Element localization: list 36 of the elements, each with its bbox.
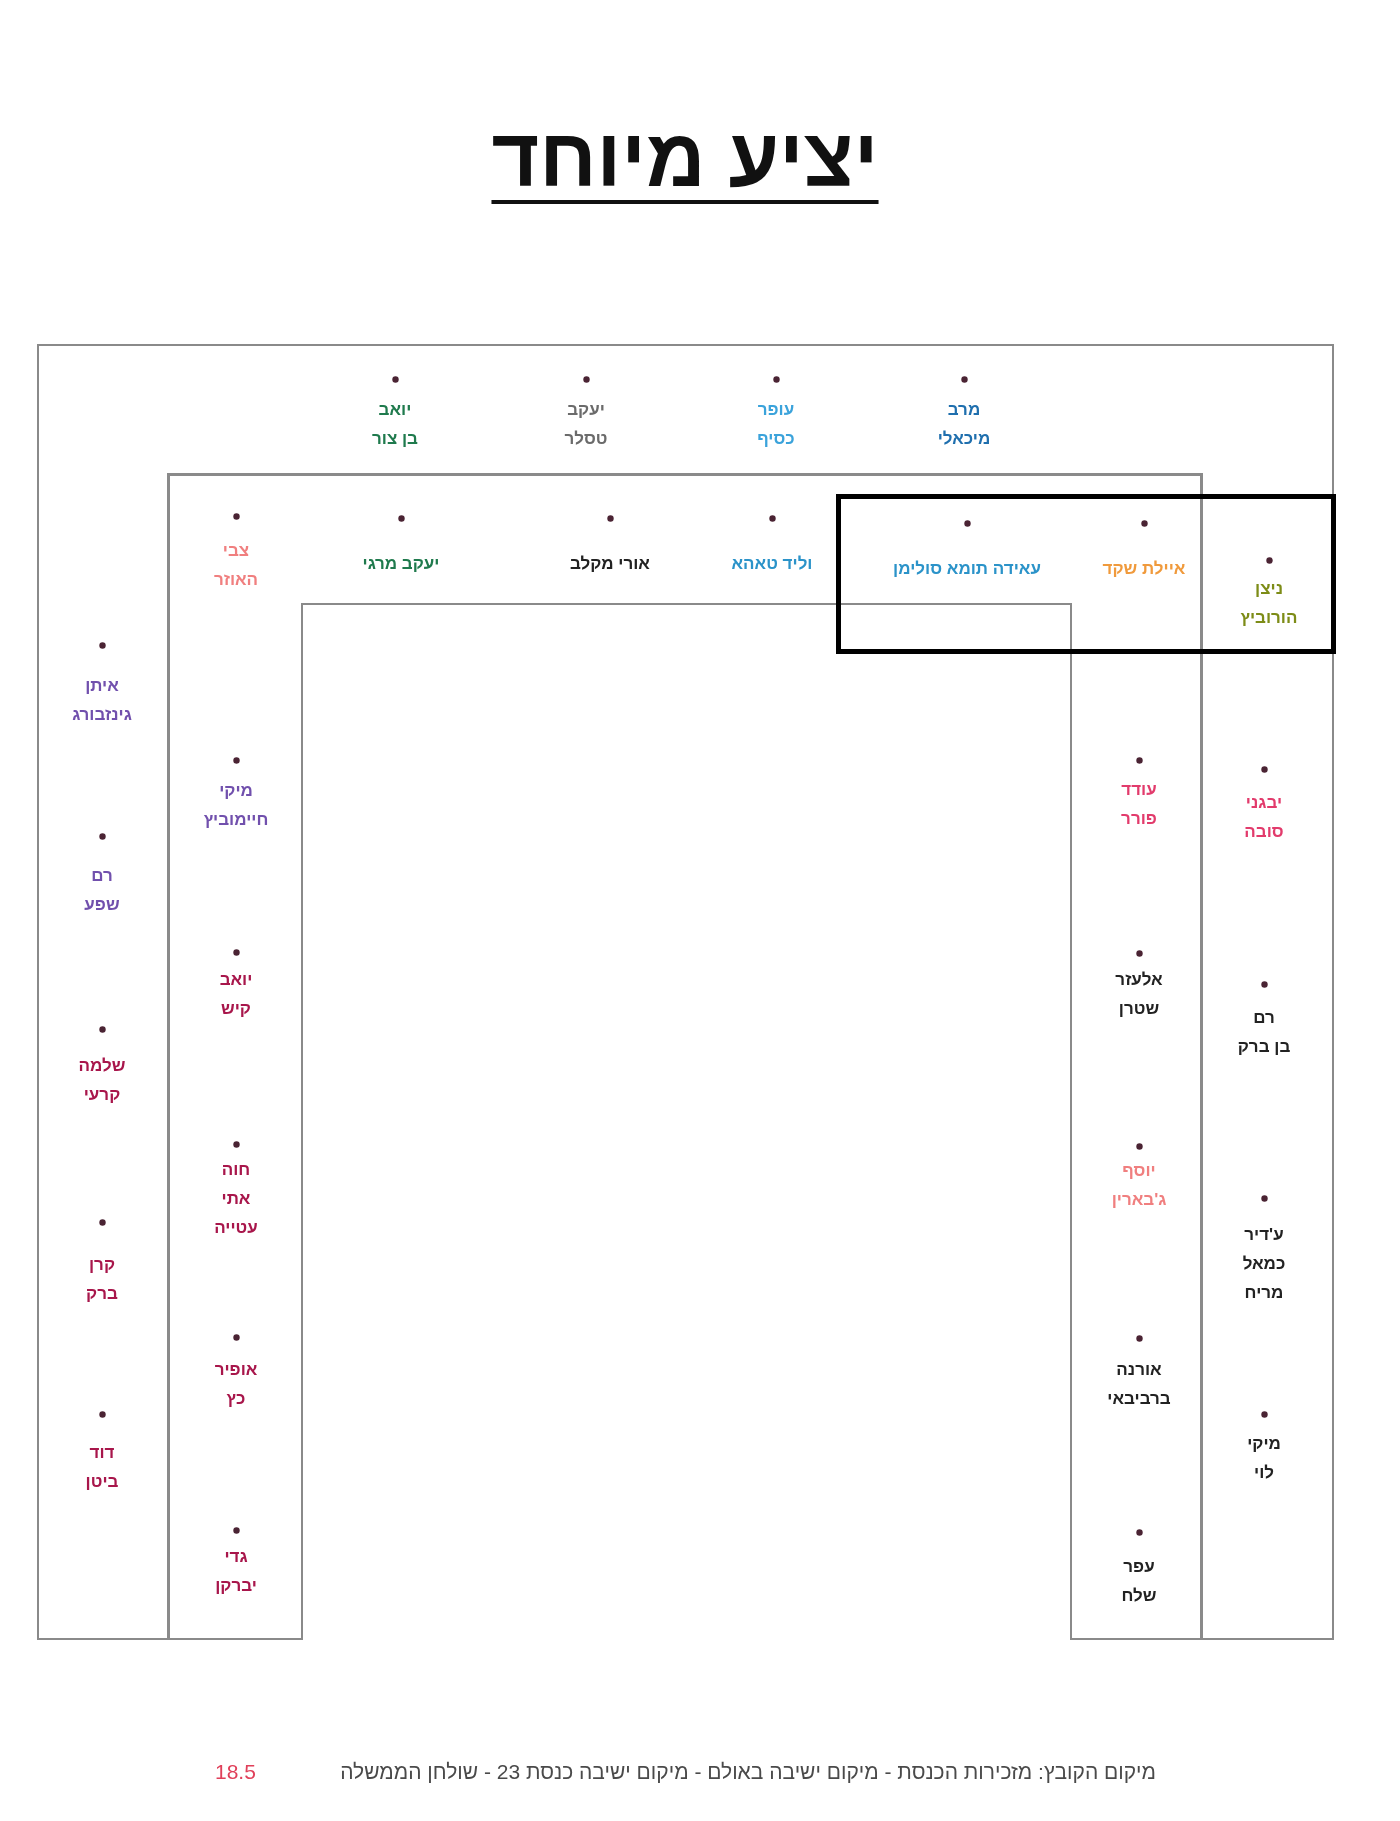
member-name: צבי האוזר bbox=[213, 539, 259, 591]
member-name: עודד פורר bbox=[1121, 778, 1157, 830]
member-name: רם שפע bbox=[84, 864, 120, 916]
member-name: אלעזר שטרן bbox=[1115, 968, 1163, 1020]
member-name: יעקב מרגי bbox=[362, 552, 440, 575]
member-name: חוה אתי עטייה bbox=[214, 1158, 258, 1239]
member-name: עאידה תומא סולימן bbox=[893, 557, 1041, 580]
member-name: מיקי לוי bbox=[1247, 1432, 1281, 1484]
member-name: ע'דיר כמאל מריח bbox=[1242, 1223, 1286, 1304]
member-name: מרב מיכאלי bbox=[937, 398, 991, 450]
member-name: איילת שקד bbox=[1102, 557, 1186, 580]
member-name: עפר שלח bbox=[1121, 1555, 1157, 1607]
member-name: רם בן ברק bbox=[1237, 1006, 1291, 1058]
member-name: אופיר כץ bbox=[214, 1358, 258, 1410]
file-path-note: מיקום הקובץ: מזכירות הכנסת - מיקום ישיבה באולם - מיקום ישיבה כנסת 23 - שולחן הממשלה bbox=[340, 1759, 1156, 1785]
date-label: 18.5 bbox=[215, 1759, 256, 1785]
member-name: שלמה קרעי bbox=[78, 1054, 126, 1106]
member-name: אורנה ברביבאי bbox=[1107, 1358, 1171, 1410]
member-name: דוד ביטן bbox=[85, 1441, 119, 1493]
member-name: אורי מקלב bbox=[570, 552, 650, 575]
member-name: יעקב טסלר bbox=[564, 398, 608, 450]
seating-band bbox=[168, 474, 1202, 1640]
member-name: גדי יברקן bbox=[215, 1545, 257, 1597]
seating-band bbox=[37, 344, 1334, 1640]
member-name: יבגני סובה bbox=[1244, 791, 1284, 843]
member-name: וליד טאהא bbox=[731, 552, 813, 575]
member-name: קרן ברק bbox=[86, 1253, 118, 1305]
member-name: יוסף ג'בארין bbox=[1111, 1159, 1167, 1211]
member-name: יואב קיש bbox=[219, 968, 253, 1020]
member-name: יואב בן צור bbox=[372, 398, 418, 450]
member-name: עופר כסיף bbox=[757, 398, 795, 450]
member-name: מיקי חיימוביץ bbox=[203, 779, 269, 831]
member-name: ניצן הורוביץ bbox=[1240, 577, 1298, 629]
highlight-frame bbox=[836, 494, 1336, 654]
title: יציע מיוחד bbox=[491, 112, 879, 204]
member-name: איתן גינזבורג bbox=[72, 674, 132, 726]
